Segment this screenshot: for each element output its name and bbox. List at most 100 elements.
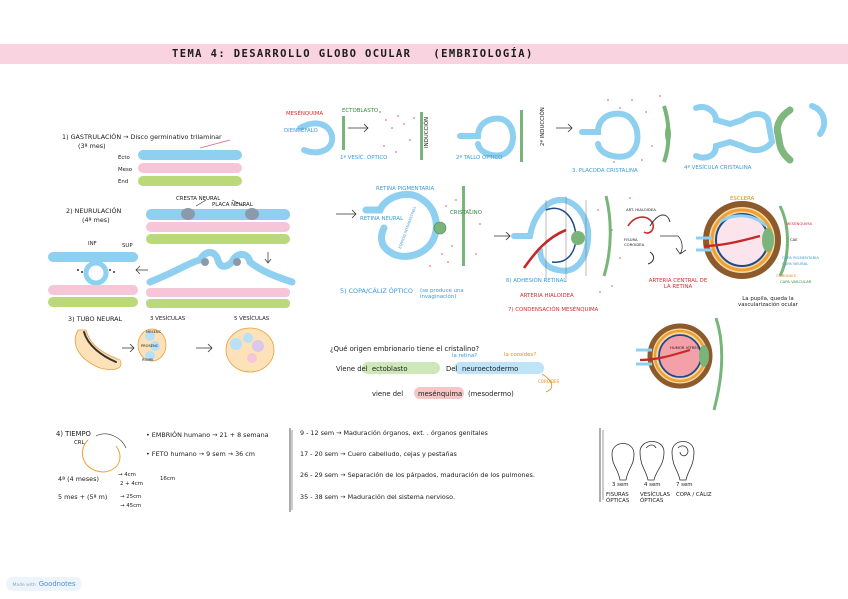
gastrulation-time: (3ª mes)	[78, 142, 106, 150]
mesenchyme-small-label: MESÉNQUIMA	[786, 221, 813, 226]
origin-question-choroid: la coroides?	[504, 352, 537, 358]
brain-label-mesenc: MESENC	[146, 330, 162, 334]
neural-retina-label: RETINA NEURAL	[360, 216, 404, 222]
fetus-sketch	[82, 433, 127, 473]
fetus-row: • FETO humano → 9 sem → 36 cm	[146, 450, 256, 458]
induction-2-label: 2ª INDUCCIÓN	[540, 107, 546, 146]
brain-vesicles	[74, 327, 275, 373]
step7-label: 7) CONDENSACIÓN MESÉNQUIMA	[508, 307, 599, 313]
five-vesicles-label: 5 VESÍCULAS	[234, 316, 270, 322]
week-7-label: 7 sem	[676, 482, 693, 488]
size-25cm: → 25cm	[120, 494, 142, 500]
time-label: 4) TIEMPO	[56, 430, 91, 438]
fissure-sketch	[627, 214, 671, 265]
dots-mesenchyme-3	[429, 199, 457, 267]
three-vesicles-label: 3 VESÍCULAS	[150, 316, 186, 322]
title-main: TEMA 4: DESARROLLO GLOBO OCULAR	[172, 48, 412, 60]
question-highlights	[362, 362, 553, 399]
embryo-row: • EMBRIÓN humano → 21 + 8 semana	[146, 431, 269, 439]
trilaminar-disc	[138, 139, 242, 186]
neurulation-time: (4ª mes)	[82, 216, 110, 224]
choroid-arrow-label: COROIDES	[538, 379, 560, 384]
del-label: Del	[446, 365, 458, 373]
choroid-label: COROIDES	[776, 273, 797, 278]
sup-label: SUP	[122, 243, 133, 249]
title-highlight	[0, 44, 848, 64]
week-row-1: 9 - 12 sem → Maduración órganos, ext. . …	[300, 429, 488, 437]
week-row-4: 35 - 38 sem → Maduración del sistema ner…	[300, 493, 456, 501]
induction-1-label: INDUCCIÓN	[424, 116, 430, 148]
lens-placode-step3	[579, 105, 671, 163]
final-note: La pupila, queda la vascularización ocul…	[738, 296, 798, 309]
step1-label: 1ª VESÍC. ÓPTICO	[340, 155, 388, 161]
week-3-label: 3 sem	[612, 482, 629, 488]
watermark-brand: Goodnotes	[38, 580, 76, 588]
step6-label: 6) ADHESIÓN RETINAL	[506, 278, 567, 284]
choroid-fissure-label: FISURA COROIDEA	[624, 237, 645, 247]
five-months-label: 5 mes + (5ª m)	[58, 493, 108, 501]
eye-final-diagram	[636, 317, 724, 411]
hyaloid-artery-small-label: ART. HIALOIDEA	[626, 207, 656, 212]
optic-vesicle-step1	[297, 116, 369, 156]
dots-mesenchyme-4	[469, 197, 631, 293]
size-2-4cm: 2 + 4cm	[120, 481, 144, 487]
layer-meso: Meso	[118, 167, 133, 173]
gastrulation-label: 1) GASTRULACIÓN → Disco germinativo tril…	[62, 133, 222, 141]
title-sub: (EMBRIOLOGÍA)	[433, 48, 534, 60]
optic-fissures-label: FISURAS ÓPTICAS	[606, 492, 630, 505]
ectoblast-label: ECTOBLASTO	[342, 108, 379, 114]
size-4cm: → 4cm	[118, 472, 136, 478]
comes-from-label-2: viene del	[372, 390, 404, 398]
neuroectoderm-answer: neuroectodermo	[462, 365, 519, 373]
dots-mesenchyme-2	[607, 95, 661, 163]
four-months-label: 4ª (4 meses)	[58, 475, 99, 483]
origin-question-retina: la retina?	[452, 353, 478, 359]
crl-label: CRL	[74, 440, 85, 446]
neural-tube-label: 3) TUBO NEURAL	[68, 315, 123, 323]
brain-label-romb: ROMB	[142, 358, 153, 362]
step4-label: 4ª VESÍCULA CRISTALINA	[684, 165, 752, 171]
watermark-made-with: Made with	[12, 583, 36, 588]
week-4-label: 4 sem	[644, 482, 661, 488]
brain-label-prosenc: PROSENC	[141, 344, 159, 348]
step3-label: 3. PLACODA CRISTALINA	[572, 168, 638, 174]
neurulation-label: 2) NEURULACIÓN	[66, 207, 122, 215]
vascular-layer-label: CAPA VASCULAR	[780, 279, 812, 284]
ectoblast-line-1	[420, 112, 423, 160]
mesoderm-answer: (mesodermo)	[468, 390, 514, 398]
neural-layer-label: CAPA NEURAL	[782, 261, 809, 266]
optic-stalk-step2	[457, 110, 573, 162]
diencephalon-label: DIENCÉFALO	[284, 128, 318, 134]
layer-endo: End	[118, 179, 129, 185]
step2-label: 2ª TALLO ÓPTICO	[456, 155, 503, 161]
central-retina-artery-label: ARTERIA CENTRAL DE LA RETINA	[648, 278, 708, 291]
neural-groove-diagram	[146, 249, 296, 308]
origin-question: ¿Qué origen embrionario tiene el cristal…	[330, 345, 480, 353]
lens-label: CRISTALINO	[450, 210, 482, 216]
neural-crest-label: CRESTA NEURAL	[176, 196, 221, 202]
pigment-layer-label: CAPA PIGMENTARIA	[782, 255, 819, 260]
neural-plate-diagram	[146, 199, 290, 244]
layer-ecto: Ecto	[118, 155, 130, 161]
optic-cup-label: COPA / CÁLIZ	[676, 492, 712, 498]
neural-tube-diagram	[48, 252, 148, 307]
week-row-3: 26 - 29 sem → Separación de los párpados…	[300, 471, 535, 479]
dots-mesenchyme-1	[379, 111, 415, 153]
size-45cm: → 45cm	[120, 503, 142, 509]
optic-vesicles-label: VESÍCULAS ÓPTICAS	[640, 492, 671, 505]
hyaloid-artery-label: ARTERIA HIALOIDEA	[520, 293, 574, 299]
pigment-retina-label: RETINA PIGMENTARIA	[376, 186, 435, 192]
optic-cup-step5	[336, 186, 511, 266]
optic-cup-sketches	[611, 441, 695, 481]
bottom-separators	[289, 428, 604, 512]
step5-label: 5) COPA/CÁLIZ ÓPTICO	[340, 287, 413, 295]
page-title: TEMA 4: DESARROLLO GLOBO OCULAR (EMBRIOLO…	[172, 44, 534, 64]
cae-label: CAE	[790, 237, 798, 242]
neural-plate-label: PLACA NEURAL	[212, 202, 253, 208]
retinal-adhesion-step6	[511, 195, 687, 282]
week-row-2: 17 - 20 sem → Cuero cabelludo, cejas y p…	[300, 450, 457, 458]
size-16cm: 16cm	[160, 476, 176, 482]
eye-mesenchyme-step7	[696, 201, 789, 279]
